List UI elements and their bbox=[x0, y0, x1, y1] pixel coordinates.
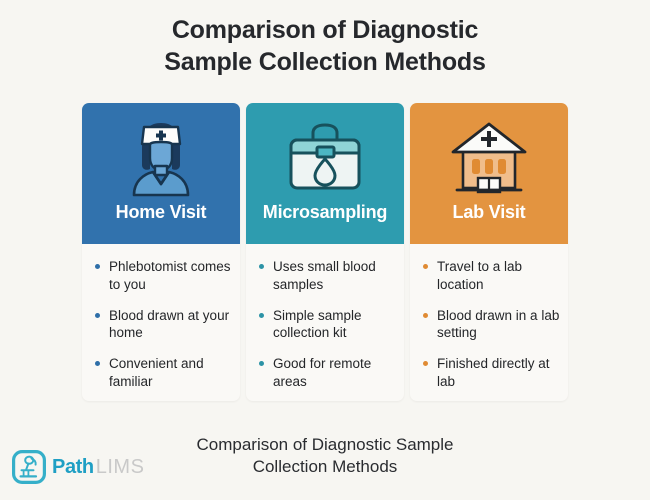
list-item-label: Uses small blood samples bbox=[273, 259, 376, 292]
bullet-dot-icon bbox=[423, 361, 428, 367]
microscope-logo-icon bbox=[12, 450, 46, 484]
list-item: Good for remote areas bbox=[258, 355, 396, 391]
list-item-label: Phlebotomist comes to you bbox=[109, 259, 231, 292]
card-microsampling[interactable]: Microsampling Uses small blood samples S… bbox=[246, 103, 404, 401]
card-header-microsampling: Microsampling bbox=[246, 103, 404, 244]
medical-kit-icon bbox=[284, 113, 366, 201]
brand-name-primary: Path bbox=[52, 456, 94, 478]
list-item: Convenient and familiar bbox=[94, 355, 232, 391]
nurse-icon bbox=[122, 113, 200, 201]
bullet-dot-icon bbox=[259, 312, 264, 318]
bullet-dot-icon bbox=[259, 361, 264, 367]
list-item: Travel to a lab location bbox=[422, 258, 560, 294]
brand-name-secondary: LIMS bbox=[95, 456, 145, 478]
card-header-home-visit: Home Visit bbox=[82, 103, 240, 244]
list-item-label: Blood drawn in a lab setting bbox=[437, 307, 560, 341]
list-item-label: Travel to a lab location bbox=[437, 259, 523, 292]
page-title-line-1: Comparison of Diagnostic bbox=[171, 16, 479, 44]
footer-caption-line-2: Collection Methods bbox=[252, 457, 398, 477]
bullet-dot-icon bbox=[95, 312, 100, 318]
list-item: Phlebotomist comes to you bbox=[94, 258, 232, 294]
card-header-lab-visit: Lab Visit bbox=[410, 103, 568, 244]
card-body-home-visit: Phlebotomist comes to you Blood drawn at… bbox=[82, 244, 240, 401]
list-item: Finished directly at lab bbox=[422, 355, 560, 391]
card-label-microsampling: Microsampling bbox=[262, 202, 388, 222]
list-item-label: Finished directly at lab bbox=[437, 356, 550, 390]
footer-caption-line-1: Comparison of Diagnostic Sample bbox=[196, 435, 454, 454]
card-label-lab-visit: Lab Visit bbox=[452, 202, 526, 222]
bullet-dot-icon bbox=[95, 264, 100, 269]
comparison-card-row: Home Visit Phlebotomist comes to you Blo… bbox=[82, 103, 568, 401]
card-body-lab-visit: Travel to a lab location Blood drawn in … bbox=[410, 244, 568, 401]
list-item-label: Simple sample collection kit bbox=[273, 307, 362, 341]
footer-caption: Comparison of Diagnostic Sample Collecti… bbox=[0, 434, 650, 478]
bullet-dot-icon bbox=[423, 264, 428, 269]
bullet-list-home-visit: Phlebotomist comes to you Blood drawn at… bbox=[94, 258, 232, 391]
page-title: Comparison of Diagnostic Sample Collecti… bbox=[0, 0, 650, 78]
bullet-list-lab-visit: Travel to a lab location Blood drawn in … bbox=[422, 258, 560, 391]
bullet-list-microsampling: Uses small blood samples Simple sample c… bbox=[258, 258, 396, 391]
bullet-dot-icon bbox=[259, 264, 264, 269]
list-item: Simple sample collection kit bbox=[258, 307, 396, 343]
list-item-label: Good for remote areas bbox=[273, 356, 372, 390]
list-item: Uses small blood samples bbox=[258, 258, 396, 294]
card-lab-visit[interactable]: Lab Visit Travel to a lab location Blood… bbox=[410, 103, 568, 401]
card-body-microsampling: Uses small blood samples Simple sample c… bbox=[246, 244, 404, 401]
brand-logo[interactable]: Path LIMS bbox=[12, 450, 144, 484]
list-item-label: Convenient and familiar bbox=[109, 356, 204, 390]
list-item: Blood drawn in a lab setting bbox=[422, 307, 560, 343]
list-item-label: Blood drawn at your home bbox=[109, 307, 230, 341]
brand-wordmark: Path LIMS bbox=[52, 457, 144, 477]
page-title-line-2: Sample Collection Methods bbox=[164, 48, 486, 76]
card-label-home-visit: Home Visit bbox=[115, 202, 207, 222]
list-item: Blood drawn at your home bbox=[94, 307, 232, 343]
clinic-building-icon bbox=[447, 113, 531, 201]
bullet-dot-icon bbox=[95, 361, 100, 367]
bullet-dot-icon bbox=[423, 312, 428, 318]
card-home-visit[interactable]: Home Visit Phlebotomist comes to you Blo… bbox=[82, 103, 240, 401]
